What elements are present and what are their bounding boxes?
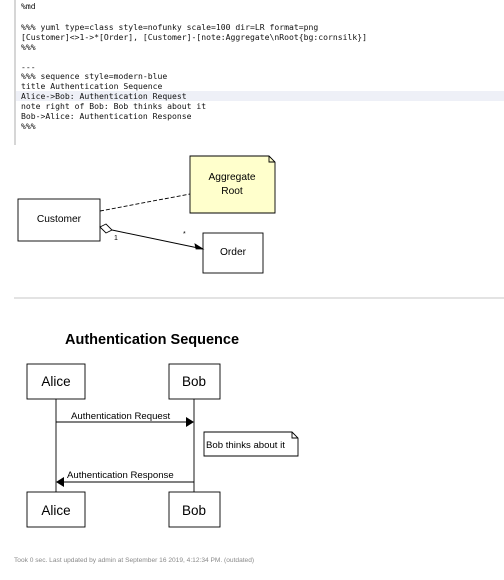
multiplicity-source: 1 xyxy=(114,235,118,242)
code-line-active: Alice->Bob: Authentication Request xyxy=(16,91,504,101)
class-customer: Customer xyxy=(17,198,101,242)
code-line: %%% yuml type=class style=nofunky scale=… xyxy=(21,22,319,32)
code-line: [Customer]<>1->*[Order], [Customer]-[not… xyxy=(21,32,367,42)
note-line-1: Aggregate xyxy=(208,172,255,183)
class-customer-label: Customer xyxy=(37,214,82,225)
code-editor[interactable]: %md %%% yuml type=class style=nofunky sc… xyxy=(14,0,504,145)
message-request-label: Authentication Request xyxy=(71,411,171,422)
note-line-2: Root xyxy=(221,186,243,197)
multiplicity-target: * xyxy=(183,231,186,238)
participant-bob-label: Bob xyxy=(182,503,206,518)
participant-alice-bottom: Alice xyxy=(26,491,86,528)
participant-bob-bottom: Bob xyxy=(168,491,221,528)
participant-alice-top: Alice xyxy=(26,363,86,400)
paragraph-divider xyxy=(14,297,504,299)
code-line: %md xyxy=(21,1,36,11)
code-line: --- xyxy=(21,62,36,72)
message-response-label: Authentication Response xyxy=(67,470,174,481)
participant-bob-label: Bob xyxy=(182,374,206,389)
participant-bob-top: Bob xyxy=(168,363,221,400)
sequence-diagram: Authentication Sequence Alice Bob Authen… xyxy=(14,320,314,540)
message-request: Authentication Request xyxy=(56,411,194,427)
class-order: Order xyxy=(202,232,264,274)
note-bob: Bob thinks about it xyxy=(203,431,299,457)
participant-alice-label: Alice xyxy=(41,374,70,389)
message-response: Authentication Response xyxy=(56,470,194,487)
note-connector xyxy=(99,193,191,212)
code-line: %%% sequence style=modern-blue xyxy=(21,71,168,81)
class-diagram: Aggregate Root Customer Order 1 * xyxy=(14,150,294,295)
arrowhead xyxy=(56,477,64,487)
note-bob-label: Bob thinks about it xyxy=(206,440,285,451)
code-line: %%% xyxy=(21,42,36,52)
code-line: %%% xyxy=(21,121,36,131)
sequence-title: Authentication Sequence xyxy=(65,332,239,348)
participant-alice-label: Alice xyxy=(41,503,70,518)
code-line: note right of Bob: Bob thinks about it xyxy=(21,101,207,111)
paragraph-status-footer: Took 0 sec. Last updated by admin at Sep… xyxy=(14,557,255,564)
arrowhead xyxy=(186,417,194,427)
note-aggregate-root: Aggregate Root xyxy=(189,155,276,214)
code-line: Bob->Alice: Authentication Response xyxy=(21,111,192,121)
aggregation-association: 1 * xyxy=(99,223,205,250)
class-order-label: Order xyxy=(220,247,247,258)
code-line: title Authentication Sequence xyxy=(21,81,163,91)
